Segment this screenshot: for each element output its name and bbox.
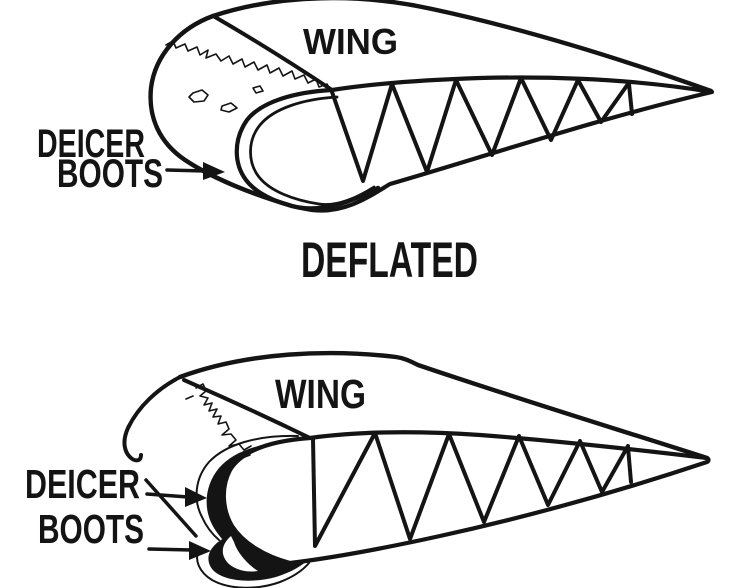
deicer-boots-label-line2: BOOTS — [57, 152, 163, 196]
internal-truss — [311, 431, 633, 548]
wing-top-edge — [210, 0, 714, 94]
leading-edge-silhouette — [122, 375, 182, 463]
ice-texture — [165, 40, 332, 113]
leading-edge-silhouette — [148, 13, 381, 211]
lower-tube-highlight — [222, 536, 258, 572]
callout-arrow-lower-icon — [147, 541, 211, 560]
wing-top-edge — [177, 350, 710, 461]
ice-texture — [185, 383, 252, 459]
wing-cross-section-outline — [221, 430, 711, 566]
callout-arrow-upper-icon — [145, 487, 207, 507]
callout-arrow-icon — [165, 162, 225, 180]
deflated-caption: DEFLATED — [301, 232, 478, 288]
internal-truss — [330, 76, 634, 183]
deicer-boots-label-line1: DEICER — [37, 122, 145, 166]
deicer-boots-label-line2: BOOTS — [38, 506, 144, 552]
wing-label: WING — [275, 371, 366, 417]
callout-leader-line — [144, 478, 198, 538]
boot-skin-outline-upper — [195, 434, 299, 541]
inflated-wing-diagram: WING DEICER BOOTS — [25, 350, 711, 588]
boot-rear-edge-line — [213, 15, 334, 92]
deflated-wing-diagram: WING DEICER BOOTS DEFLATED — [37, 0, 715, 288]
deicer-boots-label-line1: DEICER — [25, 461, 140, 507]
wing-label: WING — [303, 21, 398, 62]
wing-cross-section-outline — [234, 75, 715, 213]
